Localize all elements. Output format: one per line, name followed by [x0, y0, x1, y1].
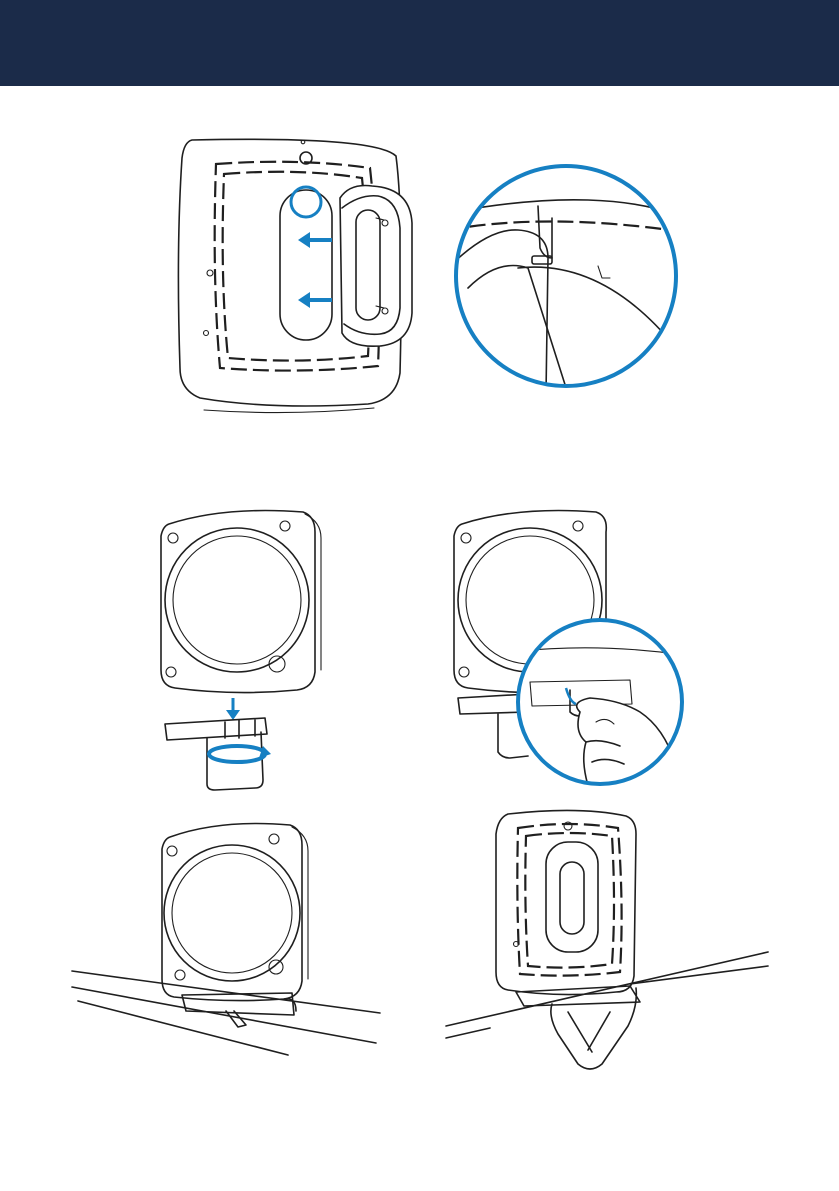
mounted-on-desk-front-illustration — [70, 815, 390, 1065]
zoom-circle-clip-detail — [448, 158, 684, 394]
header-bar — [0, 0, 839, 86]
mounted-on-desk-back-illustration — [440, 806, 780, 1076]
zoom-circle-hand-detail — [510, 612, 690, 792]
remove-mount-plate-illustration — [160, 128, 430, 418]
attach-clamp-rotate-illustration — [155, 502, 325, 792]
